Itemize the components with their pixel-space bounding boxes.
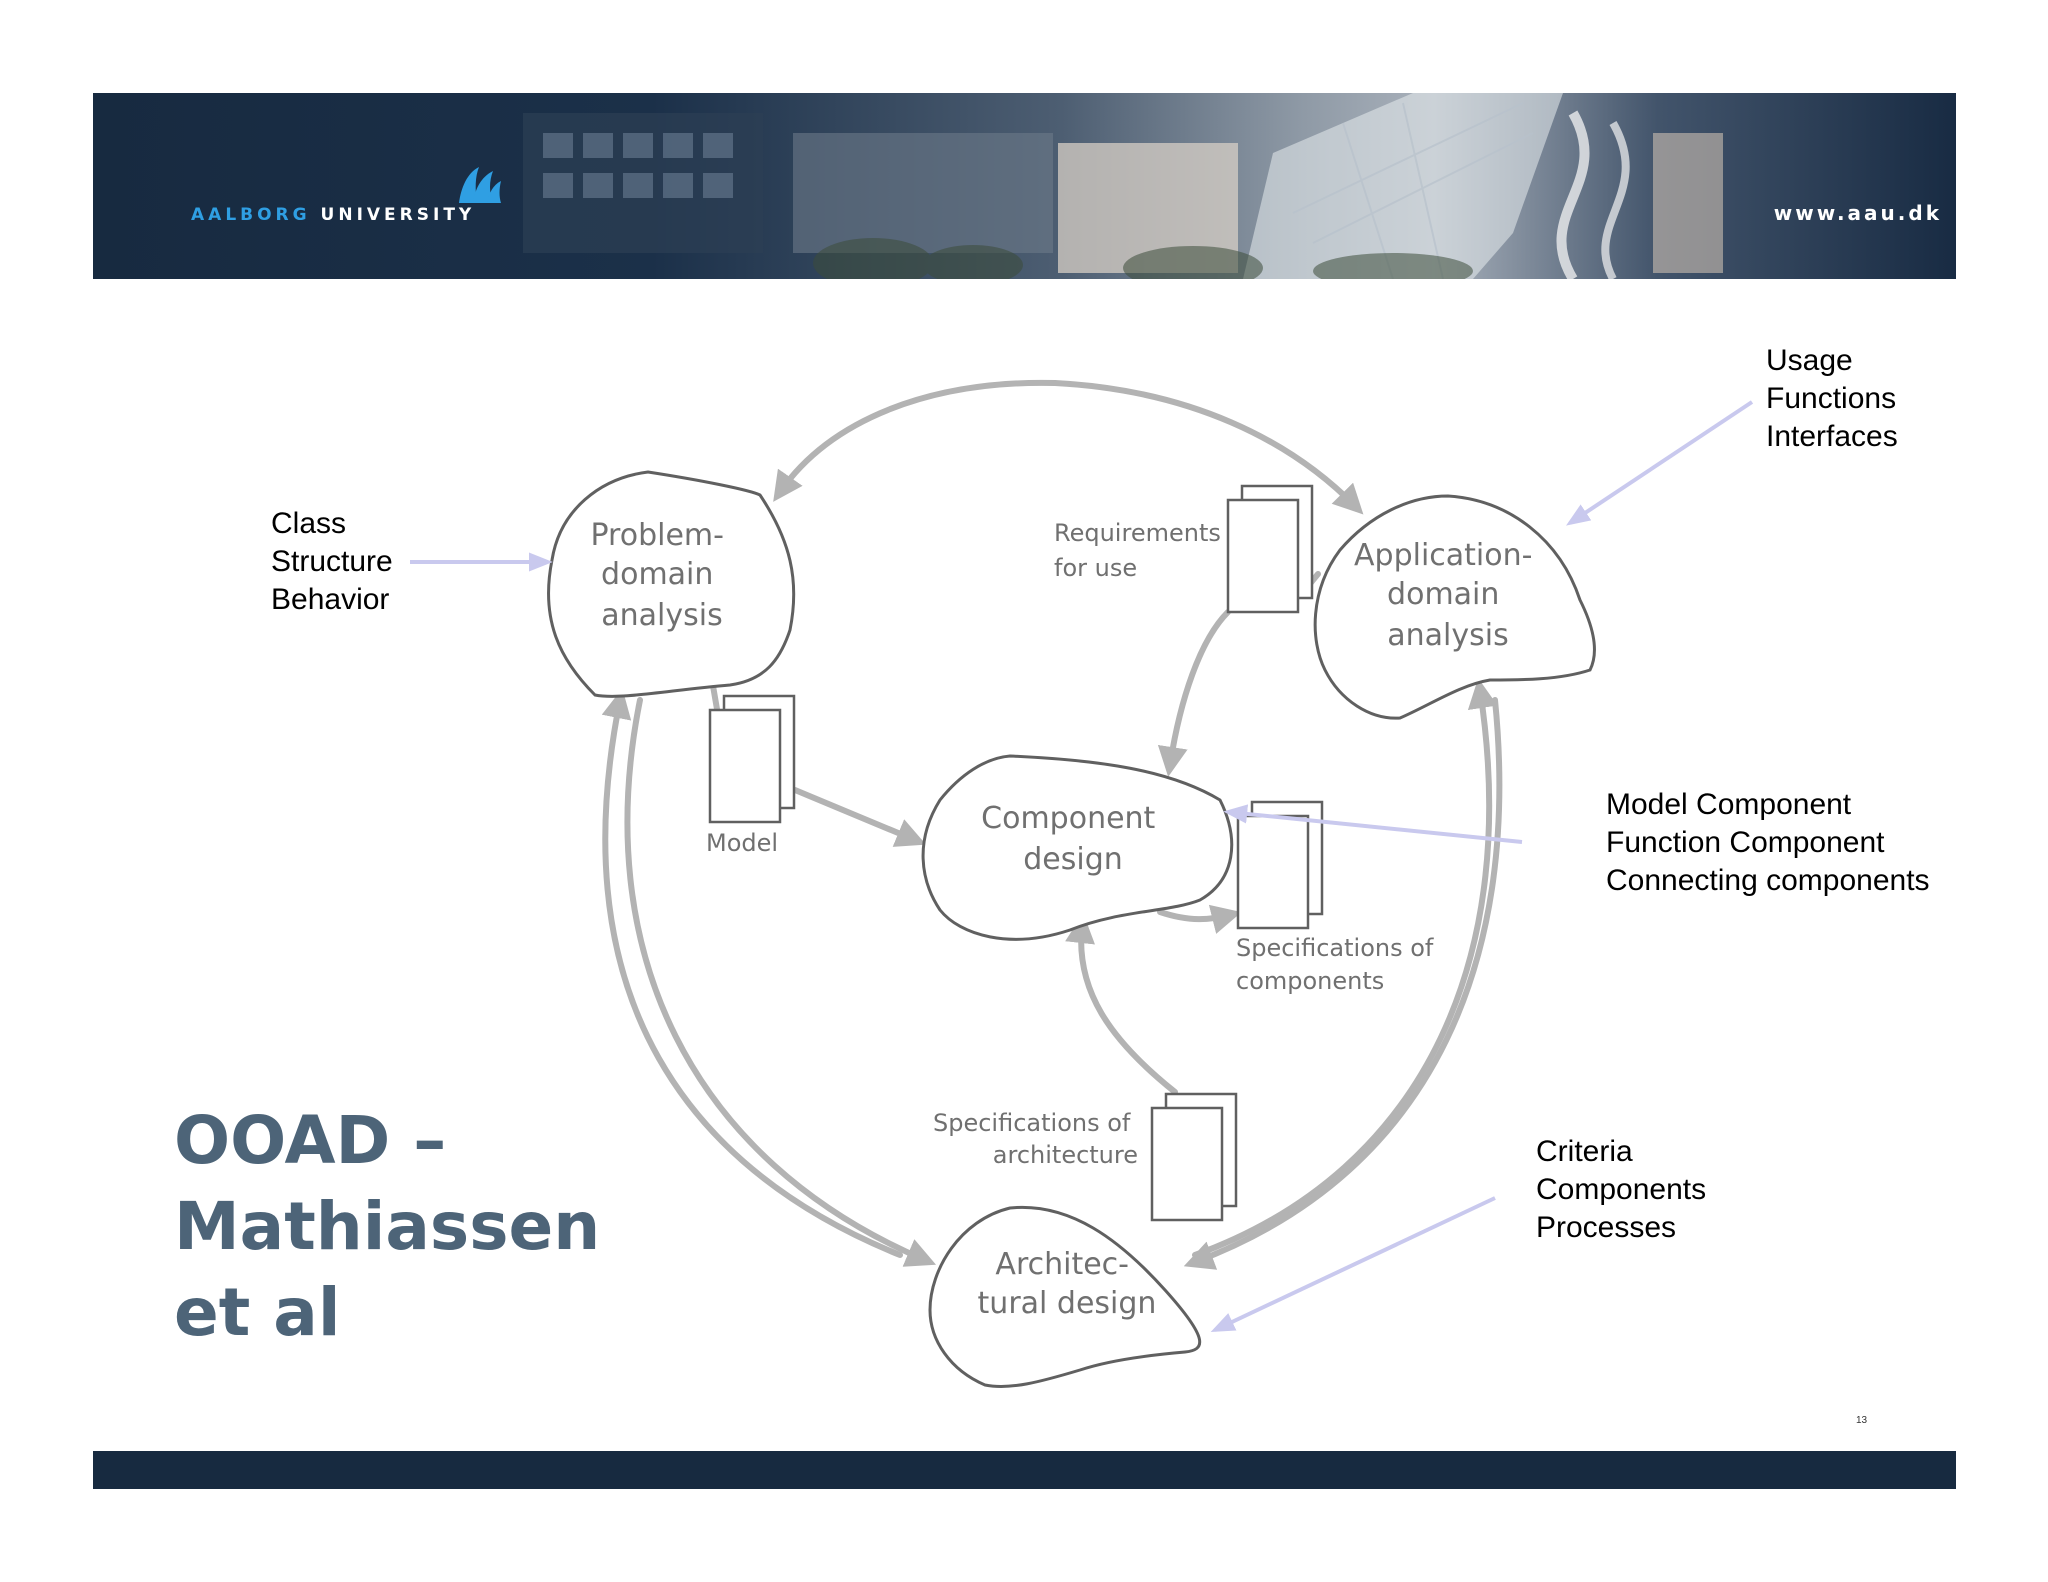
arrow-right-up	[1192, 678, 1498, 1258]
header-banner: AALBORG UNIVERSITY www.aau.dk	[93, 93, 1956, 279]
blob-label-architecture: Architec- tural design	[978, 1247, 1157, 1321]
arrow-top-right	[1052, 380, 1364, 515]
blob-label-application: Application- domain analysis	[1354, 538, 1542, 653]
title-line-1: OOAD –	[174, 1102, 447, 1179]
blob-label-problem: Problem- domain analysis	[590, 518, 733, 633]
note-criteria-components-processes: Criteria Components Processes	[1536, 1133, 1706, 1247]
blob-application-domain	[1313, 494, 1596, 720]
blob-label-component: Component design	[981, 801, 1165, 877]
note-line: Processes	[1536, 1211, 1677, 1244]
document-icon-spec-architecture	[1150, 1092, 1238, 1222]
title-line-3: et al	[174, 1274, 341, 1351]
pointer-usage-to-application	[1566, 400, 1754, 526]
note-line: Function Component	[1606, 826, 1885, 859]
doc-label-requirements: Requirements for use	[1054, 519, 1229, 582]
university-logo-icon	[459, 167, 501, 203]
note-usage-functions-interfaces: Usage Functions Interfaces	[1766, 342, 1898, 456]
doc-label-spec-architecture: Specifications of architecture	[933, 1109, 1138, 1169]
logo-word-university: UNIVERSITY	[320, 205, 476, 225]
blob-component-design	[921, 754, 1234, 941]
arrow-right-down	[1183, 697, 1503, 1270]
logo-word-aalborg: AALBORG	[191, 205, 311, 225]
note-line: Interfaces	[1766, 420, 1898, 453]
document-icon-model	[708, 694, 796, 824]
footer-bar	[93, 1451, 1956, 1489]
pointer-criteria-to-architecture	[1210, 1196, 1496, 1333]
note-line: Usage	[1766, 344, 1853, 377]
note-line: Components	[1536, 1173, 1707, 1206]
arrow-left-down	[624, 697, 937, 1267]
note-model-function-connecting: Model Component Function Component Conne…	[1606, 786, 1930, 900]
note-line: Class	[271, 507, 347, 540]
note-line: Functions	[1766, 382, 1897, 415]
note-class-structure-behavior: Class Structure Behavior	[271, 505, 393, 619]
campus-building-image	[523, 93, 1723, 279]
website-url[interactable]: www.aau.dk	[1773, 201, 1942, 225]
note-line: Model Component	[1606, 788, 1852, 821]
note-line: Structure	[271, 545, 393, 578]
note-line: Connecting components	[1606, 864, 1930, 897]
blob-architectural-design	[928, 1205, 1202, 1389]
title-line-2: Mathiassen	[174, 1188, 601, 1265]
note-line: Criteria	[1536, 1135, 1633, 1168]
arrow-requirements-to-component	[1157, 609, 1231, 777]
arrow-model-to-component	[792, 787, 927, 847]
arrow-left-up	[601, 688, 903, 1258]
document-icon-spec-components	[1236, 800, 1324, 930]
document-icon-requirements	[1226, 484, 1314, 614]
slide-title: OOAD – Mathiassen et al	[174, 1098, 600, 1356]
arrow-component-to-spec	[1157, 904, 1242, 934]
doc-label-spec-components: Specifications of components	[1236, 934, 1441, 995]
note-line: Behavior	[271, 583, 390, 616]
page-number: 13	[1856, 1415, 1868, 1426]
arrow-architecture-to-component	[1065, 913, 1178, 1095]
pointer-model-component-to-component	[1223, 804, 1523, 844]
university-name: AALBORG UNIVERSITY	[191, 205, 475, 225]
arrow-top-left	[773, 379, 1058, 502]
doc-label-model: Model	[706, 829, 778, 857]
